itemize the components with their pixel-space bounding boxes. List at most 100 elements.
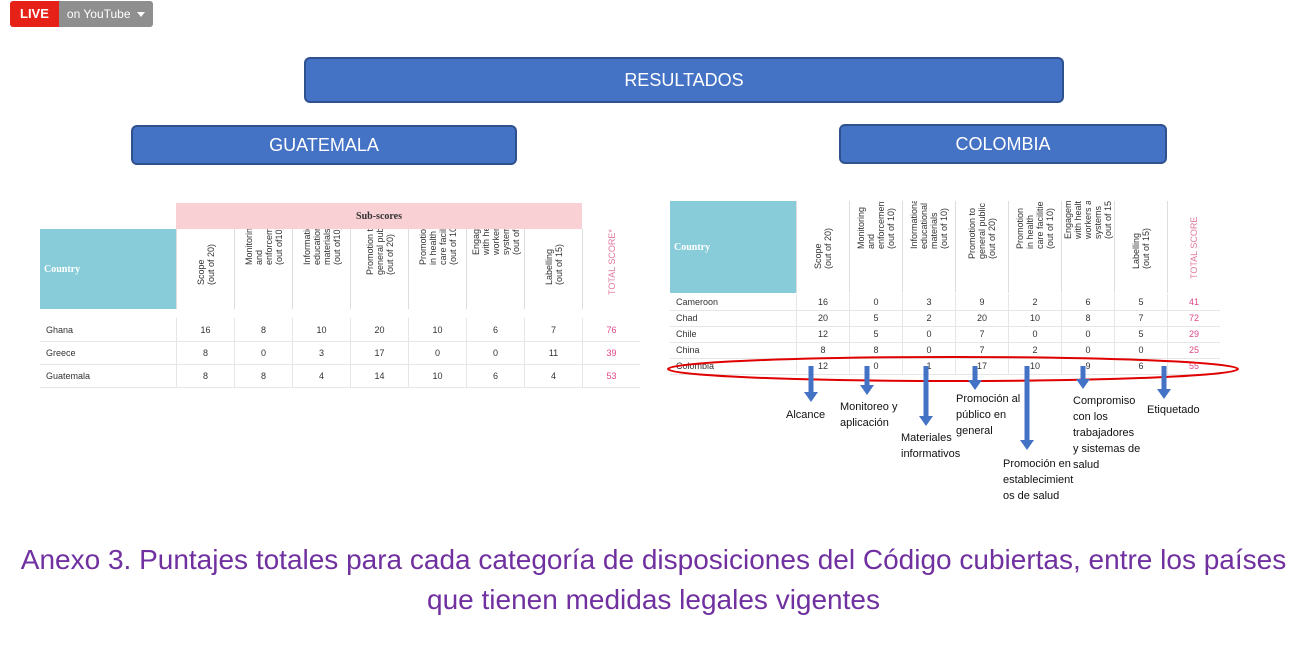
score-cell: 10 (408, 318, 466, 341)
arrow-head-icon (804, 392, 818, 402)
score-cell: 2 (902, 310, 955, 326)
score-cell: 20 (955, 310, 1008, 326)
row-divider (670, 358, 1220, 359)
total-score-cell: 53 (582, 364, 640, 387)
score-cell: 5 (849, 326, 902, 342)
score-cell: 0 (1061, 326, 1114, 342)
score-cell: 0 (408, 341, 466, 364)
chevron-down-icon (136, 11, 145, 17)
score-cell: 0 (849, 358, 902, 374)
score-cell: 7 (955, 326, 1008, 342)
row-divider (40, 387, 640, 388)
total-score-cell: 55 (1167, 358, 1220, 374)
total-score-cell: 25 (1167, 342, 1220, 358)
results-banner: RESULTADOS (304, 57, 1064, 103)
column-header-8: TOTAL SCORE* (582, 229, 640, 309)
score-cell: 7 (955, 342, 1008, 358)
score-cell: 8 (234, 364, 292, 387)
score-cell: 0 (466, 341, 524, 364)
score-cell: 5 (849, 310, 902, 326)
column-header-2: Monitoring and enforcement (out of10) (234, 229, 292, 309)
annotation-label: Etiquetado (1147, 404, 1200, 416)
score-cell: 3 (902, 294, 955, 310)
score-cell: 12 (796, 326, 849, 342)
score-cell: 9 (955, 294, 1008, 310)
country-cell: Greece (46, 347, 76, 358)
score-cell: 5 (1114, 326, 1167, 342)
score-cell: 20 (796, 310, 849, 326)
country-cell: China (676, 345, 700, 355)
guatemala-banner: GUATEMALA (131, 125, 517, 165)
total-score-cell: 72 (1167, 310, 1220, 326)
total-score-cell: 29 (1167, 326, 1220, 342)
row-divider (670, 310, 1220, 311)
annotation-label: Monitoreo y aplicación (840, 401, 898, 429)
score-cell: 20 (350, 318, 408, 341)
score-cell: 16 (796, 294, 849, 310)
column-header-8: TOTAL SCORE (1167, 201, 1220, 293)
score-cell: 17 (350, 341, 408, 364)
arrow-head-icon (860, 385, 874, 395)
score-cell: 0 (902, 326, 955, 342)
annotation-label: Alcance (786, 409, 826, 421)
score-cell: 0 (1061, 342, 1114, 358)
column-header-4: Promotion to general public (out of 20) (350, 229, 408, 309)
column-header-3: Informational/ educational materials (ou… (902, 201, 955, 293)
platform-dropdown[interactable]: on YouTube (58, 1, 153, 27)
country-cell: Ghana (46, 324, 74, 335)
country-cell: Chad (676, 313, 698, 323)
score-cell: 8 (796, 342, 849, 358)
column-header-7: Labelling (out of 15) (1114, 201, 1167, 293)
column-header-1: Scope (out of 20) (796, 201, 849, 293)
country-cell: Cameroon (676, 297, 719, 307)
score-cell: 4 (292, 364, 350, 387)
score-cell: 8 (1061, 310, 1114, 326)
row-divider (670, 374, 1220, 375)
arrow-head-icon (919, 416, 933, 426)
column-header-3: Informational/ educational materials (ou… (292, 229, 350, 309)
score-cell: 0 (849, 294, 902, 310)
score-cell: 6 (1114, 358, 1167, 374)
row-divider (40, 364, 640, 365)
total-score-cell: 41 (1167, 294, 1220, 310)
score-cell: 16 (176, 318, 234, 341)
subscores-header: Sub-scores (176, 203, 582, 229)
annotation-label: Compromiso con los trabajadores y sistem… (1073, 395, 1141, 471)
row-divider (670, 342, 1220, 343)
score-cell: 0 (1008, 326, 1061, 342)
colombia-banner: COLOMBIA (839, 124, 1167, 164)
score-cell: 12 (796, 358, 849, 374)
country-cell: Guatemala (46, 370, 91, 381)
column-header-6: Engagement with health workers and syste… (1061, 201, 1114, 293)
score-cell: 6 (466, 318, 524, 341)
score-cell: 0 (1114, 342, 1167, 358)
figure-caption: Anexo 3. Puntajes totales para cada cate… (20, 544, 1287, 615)
arrow-head-icon (968, 380, 982, 390)
total-score-cell: 76 (582, 318, 640, 341)
score-cell: 17 (955, 358, 1008, 374)
annotation-label: Promoción en establecimient os de salud (1003, 458, 1074, 502)
score-cell: 2 (1008, 294, 1061, 310)
score-cell: 10 (1008, 310, 1061, 326)
score-cell: 14 (350, 364, 408, 387)
column-header-5: Promotion in health care facilities (out… (408, 229, 466, 309)
live-label: LIVE (10, 1, 59, 27)
arrow-head-icon (1020, 440, 1034, 450)
score-cell: 0 (234, 341, 292, 364)
score-cell: 0 (902, 342, 955, 358)
score-cell: 10 (292, 318, 350, 341)
column-header-7: Labelling (out of 15) (524, 229, 582, 309)
score-cell: 8 (176, 341, 234, 364)
score-cell: 11 (524, 341, 582, 364)
annotation-label: Promoción al público en general (956, 393, 1021, 437)
score-cell: 7 (524, 318, 582, 341)
column-header-6: Engagement with health workers and syste… (466, 229, 524, 309)
score-cell: 8 (234, 318, 292, 341)
platform-label: on YouTube (66, 7, 131, 21)
column-header-2: Monitoring and enforcement (out of 10) (849, 201, 902, 293)
live-badge[interactable]: LIVE on YouTube (10, 1, 153, 27)
score-cell: 6 (1061, 294, 1114, 310)
